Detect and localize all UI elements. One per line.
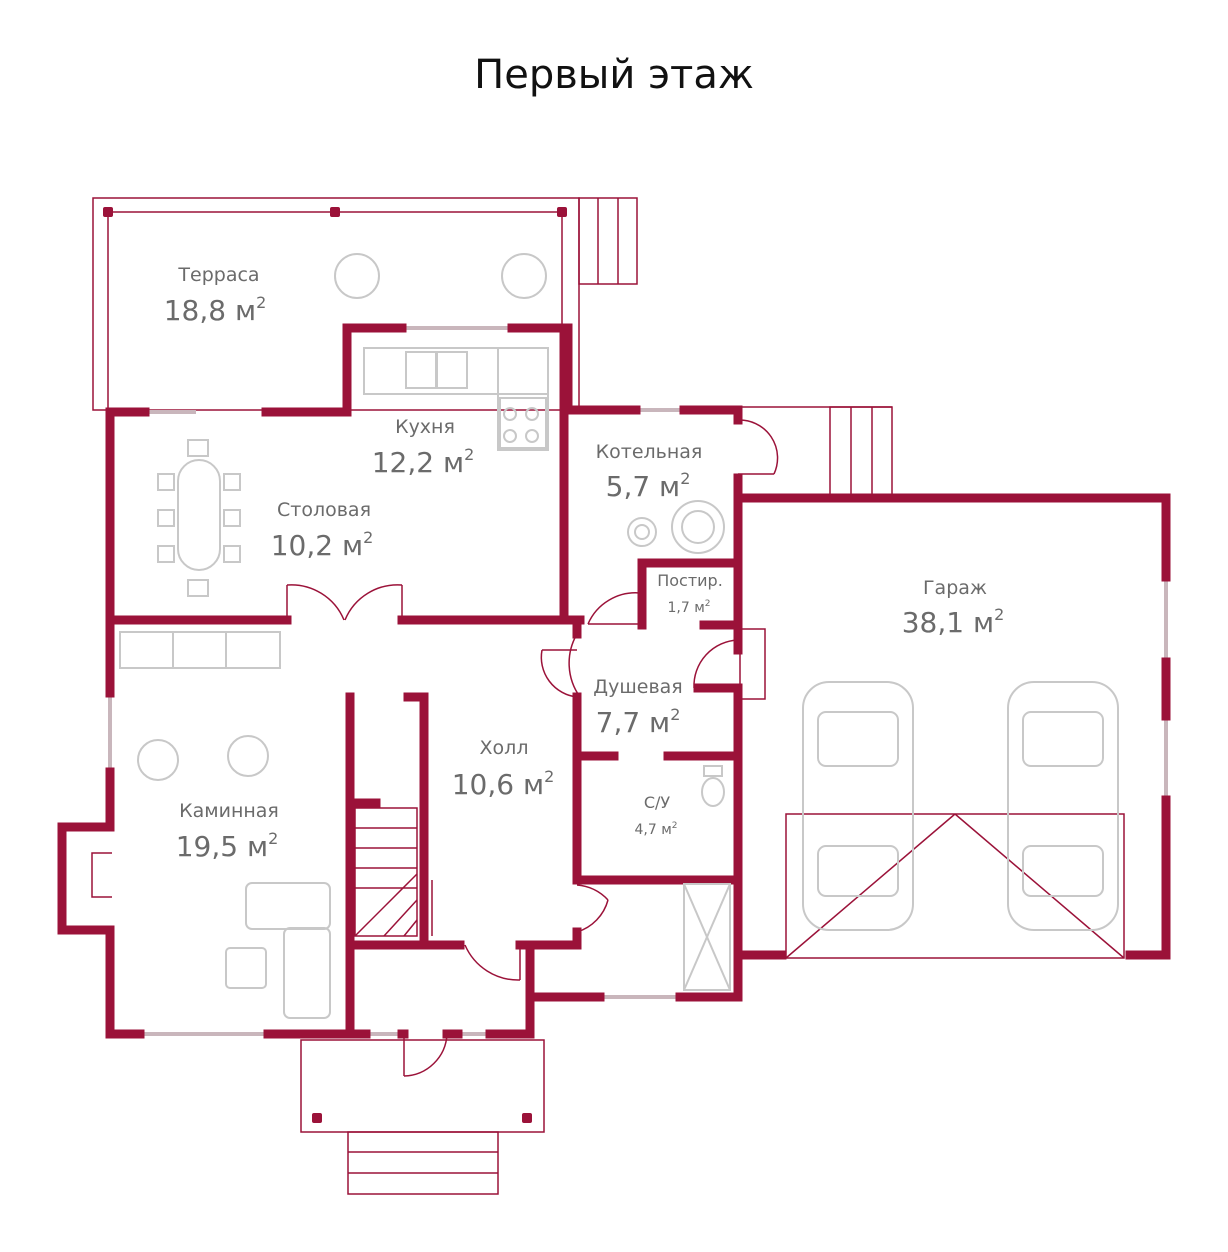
terrace-name: Терраса [177,264,259,286]
doors [286,419,779,1077]
kitchen-area: 12,2 м2 [372,445,475,479]
fireplace-area: 19,5 м2 [176,829,279,863]
wc-name: С/У [644,793,671,812]
shower-name: Душевая [593,676,682,698]
walls [57,323,1171,1039]
boiler-area: 5,7 м2 [606,469,691,503]
shower-area: 7,7 м2 [596,705,681,739]
staircase [354,807,433,937]
dining-area: 10,2 м2 [271,528,374,562]
boiler-name: Котельная [596,441,703,463]
room-labels: Терраса 18,8 м2 Кухня 12,2 м2 Столовая 1… [164,264,1005,863]
garage-area: 38,1 м2 [902,605,1005,639]
wc-area: 4,7 м2 [634,821,677,838]
dining-name: Столовая [277,499,371,521]
thin-outlines [91,197,1125,1195]
laundry-name: Постир. [657,571,723,590]
terrace-posts [103,207,567,1123]
garage-name: Гараж [923,577,987,599]
fireplace-name: Каминная [179,800,279,822]
hall-area: 10,6 м2 [452,767,555,801]
laundry-area: 1,7 м2 [667,599,710,616]
page-title: Первый этаж [474,52,754,98]
hall-name: Холл [480,737,529,759]
windows [108,326,1168,1036]
furniture [119,253,1119,1019]
kitchen-name: Кухня [395,416,455,438]
terrace-area: 18,8 м2 [164,293,267,327]
